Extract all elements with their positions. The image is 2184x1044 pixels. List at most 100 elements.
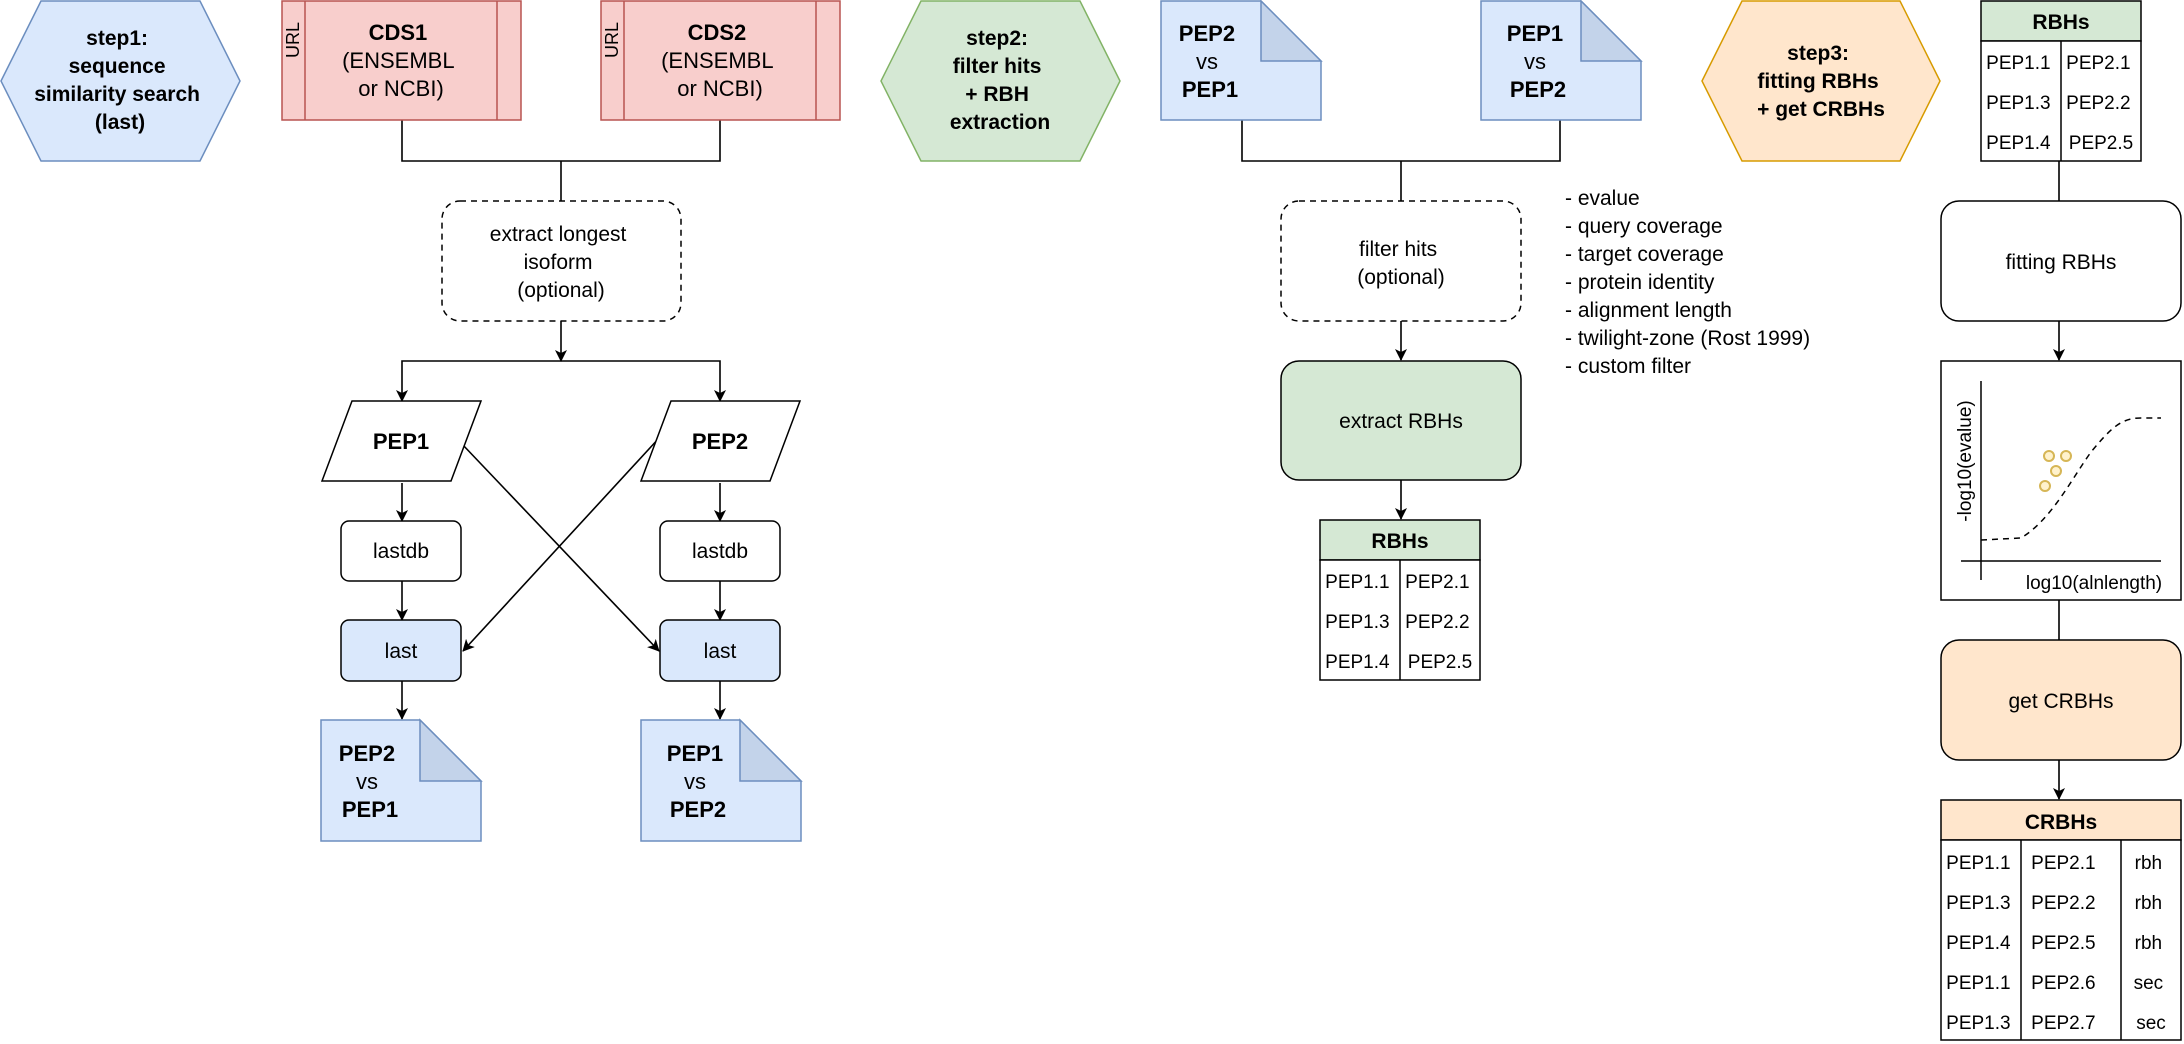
crbh-cell: PEP1.4 [1946, 933, 2011, 954]
svg-text:- evalue - query coverag: - evalue - query coverage - target cover… [1565, 187, 1816, 378]
crbh-cell: PEP2.1 [2031, 853, 2095, 874]
svg-text:PEP2 vs PEP1: PEP2 vs PEP1 [1179, 21, 1241, 102]
rbh-cell: PEP1.3 [1986, 93, 2050, 114]
rbh-cell: PEP1.1 [1325, 572, 1389, 593]
pep2-input: PEP2 [639, 400, 802, 482]
cds1-box-shape [281, 0, 522, 121]
extract-rbhs-label: extract RBHs [1339, 410, 1463, 433]
extract-longest-isoform-shape [441, 200, 682, 322]
cds2-box: URL CDS2 (ENSEMBL or NCBI) [600, 0, 841, 121]
rbh-cell: PEP1.4 [1986, 133, 2051, 154]
step1-line-3: similarity search [34, 83, 200, 106]
cds2-url-label: URL [602, 22, 622, 58]
scatter-point [2043, 450, 2055, 462]
rbh-cell: PEP2.2 [1405, 612, 1469, 633]
step1-hexagon: step1: sequence similarity search (last) [0, 0, 241, 162]
step1-hexagon-shape [0, 0, 241, 162]
doc-subject-a: PEP1 [342, 797, 398, 822]
svg-text:CDS1 (ENSEMBL or N: CDS1 (ENSEMBL or NCBI) [342, 20, 460, 101]
crbh-cell: PEP2.6 [2031, 973, 2095, 994]
rbh-cell: PEP2.5 [2069, 133, 2133, 154]
doc-title-c: PEP2 [1179, 21, 1235, 46]
fit-plot-ylabel: -log10(evalue) [1955, 400, 1976, 521]
lastdb-box-1-shape [340, 520, 462, 582]
cds2-title: CDS2 [688, 20, 747, 45]
cds2-box-shape [600, 0, 841, 121]
lastdb-box-2: lastdb [659, 520, 781, 582]
filter-criterion: - evalue [1565, 187, 1640, 210]
filter-criterion: - target coverage [1565, 243, 1724, 266]
pep1-input-shape [320, 400, 483, 482]
doc-pep2-vs-pep1-input-step2: PEP2 vs PEP1 [1160, 0, 1323, 121]
arrow-split-pep2 [561, 360, 726, 402]
step1-line-4: (last) [95, 111, 145, 134]
doc-title-a: PEP2 [339, 741, 395, 766]
crbh-cell: PEP1.3 [1946, 1013, 2010, 1034]
fitting-rbhs-label: fitting RBHs [2006, 251, 2117, 274]
step2-line-3: + RBH [965, 83, 1029, 106]
rbh-table-header: RBHs [1371, 530, 1428, 553]
filter-hits-line-1: filter hits [1359, 238, 1437, 261]
fit-plot-xlabel: log10(alnlength) [2026, 573, 2162, 594]
doc-subject-b: PEP2 [670, 797, 726, 822]
crbh-cell: sec [2136, 1013, 2166, 1034]
last-label-1: last [385, 640, 418, 663]
crbh-cell: PEP2.2 [2031, 893, 2095, 914]
last-box-2-shape [659, 619, 781, 682]
rbh-cell: PEP1.1 [1986, 53, 2050, 74]
step2-hexagon-shape [880, 0, 1121, 162]
fitting-rbhs-box: fitting RBHs [1940, 200, 2182, 322]
svg-text:PEP2 vs PEP1: PEP2 vs PEP1 [339, 741, 401, 822]
extract-longest-line-1: extract longest [490, 223, 627, 246]
svg-text:step3: fitting RBHs: step3: fitting RBHs + get CRBHs [1757, 42, 1885, 121]
lastdb-label-2: lastdb [692, 540, 748, 563]
rbh-table-step3: RBHs PEP1.1 PEP2.1 PEP1.3 PEP2.2 PEP1.4 … [1980, 0, 2142, 162]
step3-line-3: + get CRBHs [1757, 98, 1885, 121]
pep2-input-shape [639, 400, 802, 482]
scatter-point [2060, 450, 2072, 462]
pep1-input: PEP1 [320, 400, 483, 482]
svg-text:PEP1 vs PEP2: PEP1 vs PEP2 [667, 741, 729, 822]
step1-line-1: step1: [86, 27, 148, 50]
doc-subject-d: PEP2 [1510, 77, 1566, 102]
crbh-cell: PEP1.3 [1946, 893, 2010, 914]
doc-subject-c: PEP1 [1182, 77, 1238, 102]
doc-vs-d: vs [1524, 49, 1546, 74]
fit-plot-frame [1940, 360, 2182, 601]
step2-line-2: filter hits [953, 55, 1042, 78]
rbh-cell: PEP2.1 [1405, 572, 1469, 593]
filter-criteria-list: - evalue - query coverage - target cover… [1565, 187, 1816, 378]
svg-text:step1: sequence si: step1: sequence similarity search (last) [34, 27, 206, 134]
arrow-pep1-last2 [461, 443, 660, 652]
cds1-title: CDS1 [369, 20, 428, 45]
crbh-table: CRBHs PEP1.1 PEP2.1 rbh PEP1.3 PEP2.2 rb… [1940, 799, 2182, 1041]
cds1-source-line-1: (ENSEMBL [342, 48, 454, 73]
extract-longest-line-3: (optional) [517, 279, 605, 302]
step2-line-1: step2: [966, 27, 1028, 50]
doc-pep1-vs-pep2-input-step2: PEP1 vs PEP2 [1480, 0, 1643, 121]
doc-pep1-vs-pep2-output-2: PEP1 vs PEP2 [640, 718, 803, 842]
last-box-1-shape [340, 619, 462, 682]
svg-text:PEP1.1 PEP2.1 rbh: PEP1.1 PEP2.1 rbh PEP1.3 PEP2.2 rbh PEP1… [1946, 853, 2168, 1034]
crbh-table-header: CRBHs [2025, 811, 2097, 834]
cds1-source-line-2: or NCBI) [358, 76, 444, 101]
get-crbhs-shape [1940, 639, 2182, 761]
fit-curve [1980, 417, 2161, 541]
connector-doc1-merge [1241, 120, 1401, 162]
svg-text:PEP1.1 PEP2.1 PEP1: PEP1.1 PEP2.1 PEP1.3 PEP2.2 PEP1.4 PEP2.… [1325, 572, 1475, 673]
connector-doc2-merge [1401, 120, 1561, 162]
rbh-cell: PEP1.3 [1325, 612, 1389, 633]
filter-criterion: - alignment length [1565, 299, 1732, 322]
svg-text:PEP1 vs PEP2: PEP1 vs PEP2 [1507, 21, 1569, 102]
filter-hits-box: filter hits (optional) [1280, 200, 1522, 322]
crbh-cell: PEP1.1 [1946, 973, 2010, 994]
extract-rbhs-box: extract RBHs [1280, 360, 1522, 481]
scatter-point [2050, 465, 2062, 477]
last-label-2: last [704, 640, 737, 663]
rbh-table-step2: RBHs PEP1.1 PEP2.1 PEP1.3 PEP2.2 PEP1.4 … [1319, 519, 1481, 681]
last-box-2: last [659, 619, 781, 682]
doc-vs-a: vs [356, 769, 378, 794]
rbh-table-header: RBHs [2032, 11, 2089, 34]
step1-line-2: sequence [69, 55, 166, 78]
